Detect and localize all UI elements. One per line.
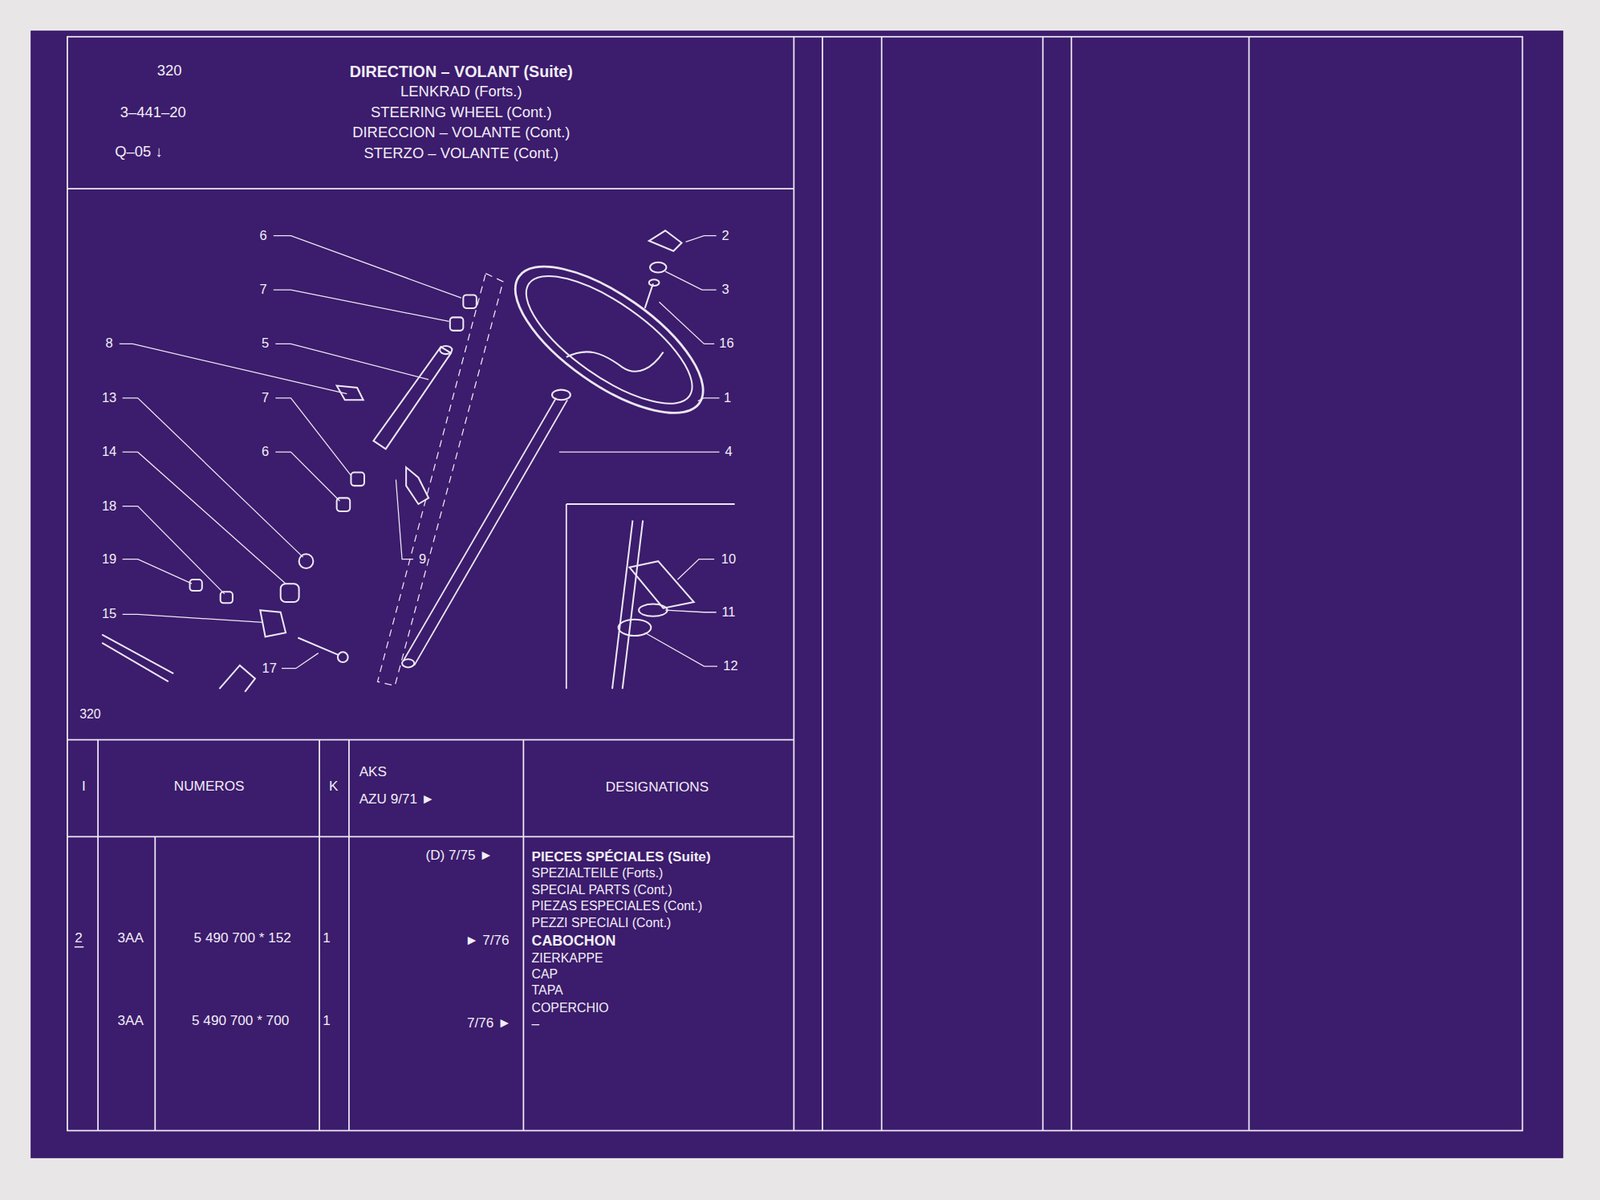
callout-number: 10 <box>721 552 736 566</box>
table-cell: ► 7/76 <box>464 932 509 947</box>
column-header: DESIGNATIONS <box>605 779 709 794</box>
table-cell: 1 <box>322 929 331 945</box>
callout-number: 18 <box>101 499 117 513</box>
table-cell: TAPA <box>531 983 564 998</box>
callout-number: 6 <box>259 228 268 243</box>
column-header: NUMEROS <box>174 778 245 793</box>
figure-number: 320 <box>79 707 102 722</box>
callout-number: 2 <box>722 228 730 243</box>
callout-number: 6 <box>261 444 269 459</box>
callout-number: 13 <box>101 390 117 405</box>
table-cell: (D) 7/75 ► <box>425 847 493 862</box>
table-cell: SPECIAL PARTS (Cont.) <box>531 882 673 897</box>
table-cell: ZIERKAPPE <box>531 950 604 965</box>
callout-number: 14 <box>101 444 117 459</box>
callout-number: 3 <box>722 282 730 297</box>
table-cell: SPEZIALTEILE (Forts.) <box>531 866 664 881</box>
heading-line: STERZO – VOLANTE (Cont.) <box>363 145 559 161</box>
table-cell: PIEZAS ESPECIALES (Cont.) <box>531 899 703 914</box>
callout-number: 15 <box>101 607 117 622</box>
table-cell: CABOCHON <box>531 933 617 949</box>
heading-line: STEERING WHEEL (Cont.) <box>370 104 553 120</box>
table-cell: – <box>531 1015 541 1031</box>
table-cell: PEZZI SPECIALI (Cont.) <box>531 916 672 930</box>
callout-number: 5 <box>261 337 269 351</box>
column-header: AKS <box>359 763 387 779</box>
table-cell: CAP <box>531 967 559 982</box>
reference-code: Q–05 ↓ <box>114 144 163 160</box>
column-header: I <box>81 778 86 793</box>
page-title: DIRECTION – VOLANT (Suite) <box>349 63 573 81</box>
table-cell: COPERCHIO <box>531 1001 610 1016</box>
table-cell: 3AA <box>117 929 144 945</box>
callout-number: 8 <box>105 337 113 351</box>
table-cell: 3AA <box>117 1012 144 1028</box>
callout-number: 4 <box>724 444 732 459</box>
callout-number: 19 <box>101 552 117 566</box>
page-number: 320 <box>157 62 183 78</box>
table-cell: 5 490 700 * 700 <box>191 1012 289 1028</box>
callout-number: 7 <box>261 390 269 405</box>
column-header: K <box>328 778 338 793</box>
table-cell: 2 <box>74 929 83 945</box>
table-cell: 1 <box>322 1012 331 1028</box>
callout-number: 7 <box>259 282 268 297</box>
table-cell: PIECES SPÉCIALES (Suite) <box>531 848 711 864</box>
heading-line: LENKRAD (Forts.) <box>400 84 523 100</box>
callout-number: 9 <box>418 552 427 566</box>
callout-number: 17 <box>262 661 277 675</box>
heading-line: DIRECCION – VOLANTE (Cont.) <box>352 125 570 141</box>
table-cell: 7/76 ► <box>467 1015 512 1030</box>
column-header: AZU 9/71 ► <box>359 791 435 806</box>
callout-number: 11 <box>721 605 736 619</box>
callout-number: 16 <box>718 337 734 351</box>
callout-number: 12 <box>722 658 738 673</box>
table-cell: 5 490 700 * 152 <box>194 929 292 945</box>
callout-number: 1 <box>723 390 731 405</box>
reference-code: 3–441–20 <box>120 104 187 120</box>
